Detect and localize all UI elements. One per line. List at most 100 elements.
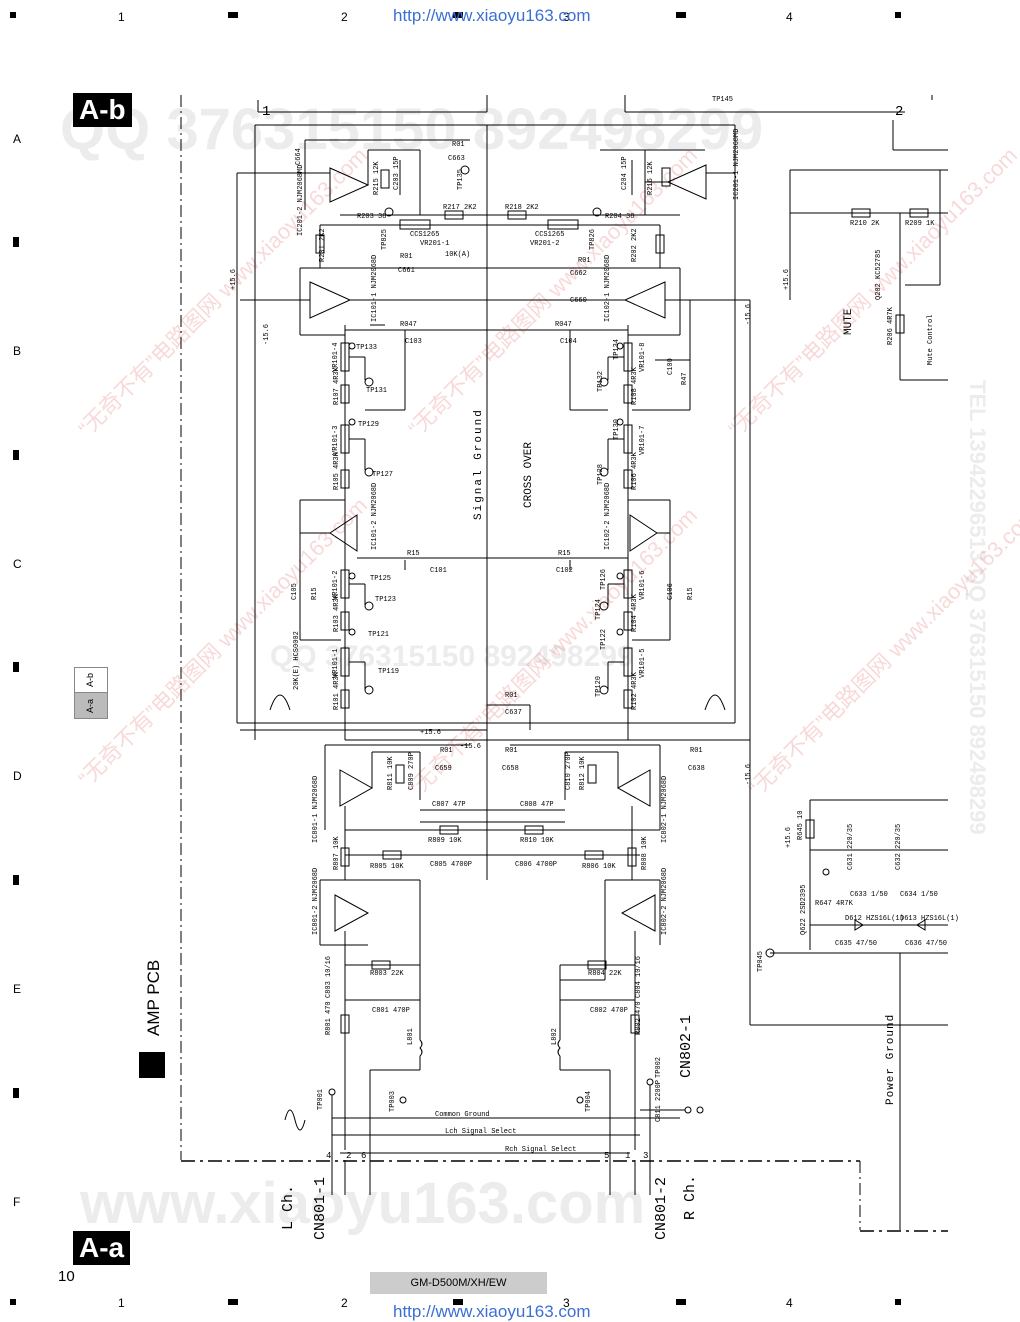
ic101-2 bbox=[329, 514, 358, 552]
c664-label: C664 bbox=[295, 148, 303, 165]
grid-row-f: F bbox=[13, 1195, 21, 1209]
wave-left bbox=[284, 1109, 306, 1131]
rch-select-label: Rch Signal Select bbox=[505, 1146, 576, 1154]
c660-label: C660 bbox=[570, 297, 587, 305]
tp122-label: TP122 bbox=[600, 629, 608, 650]
r802-resistor bbox=[630, 1014, 640, 1034]
grid-col-top-1: 1 bbox=[118, 10, 125, 24]
side-tab-aa[interactable]: A-a bbox=[75, 693, 107, 718]
d612-diode bbox=[854, 919, 864, 931]
tp825-label: TP825 bbox=[381, 229, 389, 250]
wave-left-top bbox=[269, 694, 291, 711]
tp122-point bbox=[616, 628, 624, 636]
r104-label: R104 4R3K bbox=[631, 593, 639, 632]
vr101-8-label: VR101-8 bbox=[639, 343, 647, 372]
watermark-qq-top: QQ 376315150 892498299 bbox=[60, 97, 764, 162]
rail-n156-label-2: -15.6 bbox=[460, 743, 481, 751]
c102-label: C102 bbox=[556, 567, 573, 575]
c804-label: C804 10/16 bbox=[635, 956, 643, 998]
tp129-point bbox=[348, 418, 356, 426]
vr10k-label: 10K(A) bbox=[445, 251, 470, 259]
r204-label: R204 38 bbox=[605, 213, 634, 221]
r15-label-l: R15 bbox=[407, 550, 420, 558]
r805-label: R805 10K bbox=[370, 863, 404, 871]
r105-resistor bbox=[340, 469, 350, 489]
reg-mark bbox=[13, 662, 19, 672]
r803-resistor bbox=[371, 960, 391, 970]
badge-a-a: A-a bbox=[73, 1231, 131, 1265]
cn802-1-pin bbox=[684, 1106, 692, 1114]
r104-resistor bbox=[623, 611, 633, 631]
tp133-point bbox=[348, 342, 356, 350]
ic801-1 bbox=[339, 769, 374, 807]
grid-col-bottom-2: 2 bbox=[341, 1296, 348, 1310]
r15-label-r: R15 bbox=[558, 550, 571, 558]
c803-label: C803 10/16 bbox=[325, 956, 333, 998]
ic801-1-label: IC801-1 NJM2068D bbox=[312, 776, 320, 843]
ic101-2-label: IC101-2 NJM2068D bbox=[371, 483, 379, 550]
r645-resistor bbox=[805, 819, 815, 839]
badge-a-b: A-b bbox=[73, 93, 132, 127]
vr201-1-label: VR201-1 bbox=[420, 240, 449, 248]
tp826-label: TP826 bbox=[589, 229, 597, 250]
cn801-1-label: CN801-1 bbox=[312, 1177, 329, 1240]
url-bottom[interactable]: http://www.xiaoyu163.com bbox=[393, 1302, 591, 1321]
c659-label: C659 bbox=[435, 765, 452, 773]
c802-label: C802 470P bbox=[590, 1007, 628, 1015]
grid-row-e: E bbox=[13, 982, 22, 996]
tp129-label: TP129 bbox=[358, 421, 379, 429]
r203-label: R203 38 bbox=[357, 213, 386, 221]
wave-right-top bbox=[704, 694, 726, 711]
reg-mark bbox=[453, 1299, 463, 1305]
c807-label: C807 47P bbox=[432, 801, 466, 809]
r215-label: R215 12K bbox=[373, 161, 381, 195]
rail-p156-label-2: +15.6 bbox=[420, 729, 441, 737]
r01-label-6: R01 bbox=[505, 747, 518, 755]
tp128-label: TP128 bbox=[597, 464, 605, 485]
vr-hcs-label: 20K(E) HCS0002 bbox=[293, 631, 301, 690]
tp132-label: TP132 bbox=[597, 371, 605, 392]
tp119-label: TP119 bbox=[378, 668, 399, 676]
r201-resistor bbox=[315, 234, 325, 254]
tp003-point bbox=[399, 1096, 407, 1104]
watermark-www-bottom: www.xiaoyu163.com bbox=[80, 1171, 646, 1236]
r210-label: R210 2K bbox=[850, 220, 880, 228]
reg-mark bbox=[13, 237, 19, 247]
d613-diode bbox=[916, 919, 926, 931]
tp045-point bbox=[765, 948, 775, 958]
c662-label: C662 bbox=[570, 270, 587, 278]
r206-resistor bbox=[895, 314, 905, 334]
q622-label: Q622 2SD2395 bbox=[800, 885, 808, 935]
r103-resistor bbox=[340, 611, 350, 631]
c105-label: C105 bbox=[291, 583, 299, 600]
r206-label: R206 4R7K bbox=[887, 306, 895, 345]
reg-mark bbox=[10, 1299, 16, 1305]
tp124-point bbox=[599, 601, 609, 611]
reg-mark bbox=[895, 1299, 901, 1305]
ic802-1-label: IC802-1 NJM2068D bbox=[661, 776, 669, 843]
tp134-point bbox=[616, 342, 624, 350]
c636-label: C636 47/50 bbox=[905, 940, 947, 948]
rail-p156-label-3: +15.6 bbox=[783, 269, 791, 290]
side-tab-ab[interactable]: A-b bbox=[75, 668, 107, 693]
c637-label: C637 bbox=[505, 709, 522, 717]
tp121-label: TP121 bbox=[368, 631, 389, 639]
c635-label: C635 47/50 bbox=[835, 940, 877, 948]
r218-label: R218 2K2 bbox=[505, 204, 539, 212]
r809-label: R809 10K bbox=[428, 837, 462, 845]
tp121-point bbox=[348, 628, 356, 636]
c805-label: C805 4700P bbox=[430, 861, 472, 869]
r811-label: R811 10K bbox=[387, 756, 395, 790]
r202-label: R202 2K2 bbox=[631, 228, 639, 262]
common-ground-label: Common Ground bbox=[435, 1111, 490, 1119]
tp123-point bbox=[364, 601, 374, 611]
rch-label: R Ch. bbox=[682, 1175, 699, 1220]
r105-label: R105 4R3K bbox=[333, 451, 341, 490]
grid-row-a: A bbox=[13, 132, 22, 146]
l802-inductor bbox=[557, 1039, 561, 1057]
r01-label-1: R01 bbox=[452, 141, 465, 149]
tp002-point bbox=[646, 1078, 654, 1086]
grid-col-top-2: 2 bbox=[341, 10, 348, 24]
url-top[interactable]: http://www.xiaoyu163.com bbox=[393, 6, 591, 25]
